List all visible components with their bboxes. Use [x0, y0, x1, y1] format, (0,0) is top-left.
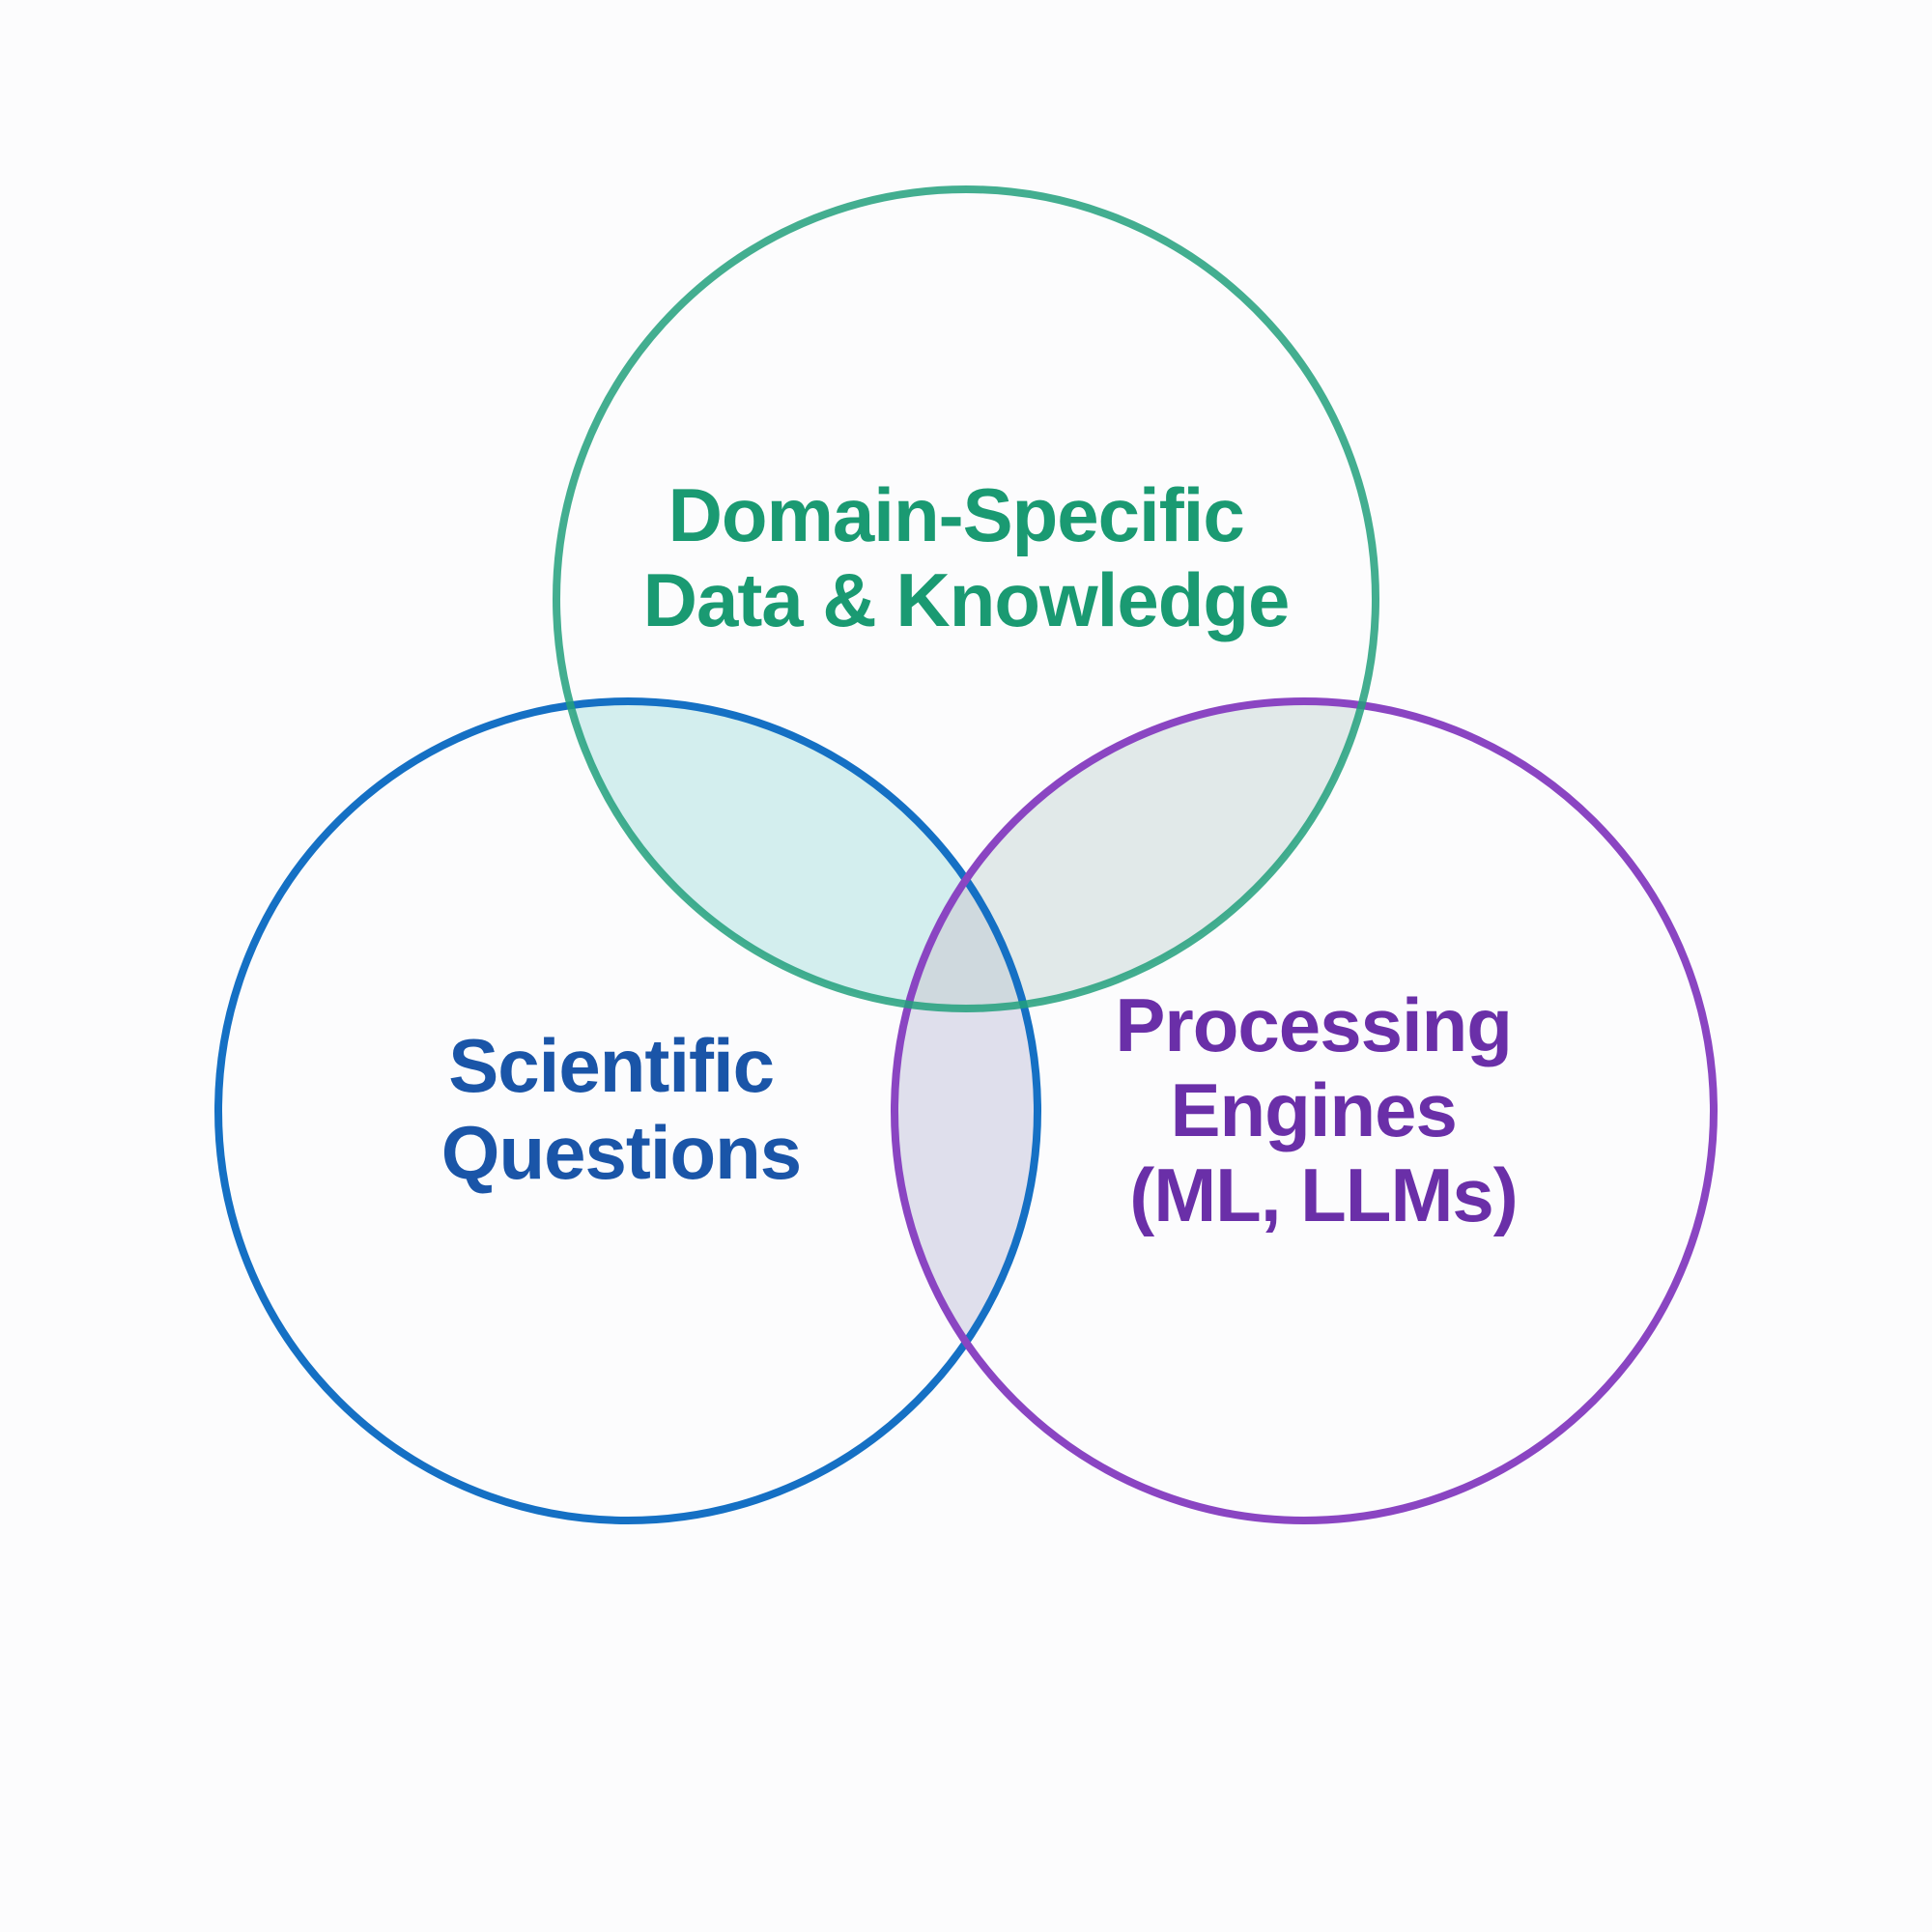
overlap-domain-processing-region	[895, 701, 1376, 1009]
processing-engines-label-line-2: Engines	[1170, 1067, 1456, 1152]
domain-data-label: Domain-Specific Data & Knowledge	[643, 472, 1290, 642]
overlap-domain-scientific-region	[556, 701, 1037, 1009]
overlap-domain-processing	[895, 701, 1376, 1009]
scientific-questions-label: Scientific Questions	[441, 1023, 801, 1195]
domain-data-label-line-2: Data & Knowledge	[643, 557, 1290, 642]
domain-data-circle	[553, 185, 1379, 1012]
scientific-questions-label-line-2: Questions	[441, 1110, 801, 1195]
scientific-questions-circle	[214, 697, 1041, 1524]
processing-engines-circle	[891, 697, 1718, 1524]
scientific-questions-label-line-1: Scientific	[448, 1023, 774, 1108]
domain-data-label-line-1: Domain-Specific	[668, 472, 1244, 557]
processing-engines-label-line-1: Processing	[1115, 982, 1512, 1067]
processing-engines-label-line-3: (ML, LLMs)	[1129, 1152, 1518, 1237]
overlap-domain-scientific	[556, 701, 1037, 1009]
processing-engines-label: Processing Engines (ML, LLMs)	[1115, 982, 1531, 1237]
